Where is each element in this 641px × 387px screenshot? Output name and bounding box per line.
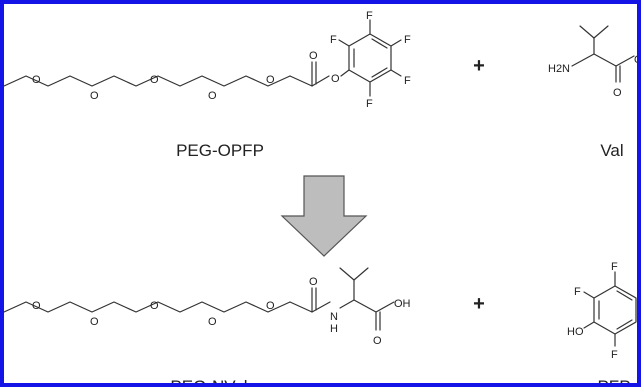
atom-oh: OH (394, 298, 411, 310)
atom-o: O (266, 74, 275, 86)
val-side-chain (339, 267, 355, 281)
atom-f: F (611, 349, 618, 361)
pfp-ring-top (348, 33, 392, 83)
ring-double-bond (616, 290, 633, 301)
atom-o: O (208, 316, 217, 328)
reaction-scheme: O O O O O O O F F F F F PEG-OPFP + H2N (4, 10, 641, 387)
plus-sign-top: + (473, 55, 485, 77)
val-side-chain (579, 25, 595, 39)
c-o-bond (583, 321, 595, 329)
atom-o: O (150, 74, 159, 86)
atom-f: F (404, 75, 411, 87)
atom-f: F (330, 34, 337, 46)
atom-o: O (90, 316, 99, 328)
atom-o: O (373, 335, 382, 347)
c-f-bond (583, 291, 595, 299)
label-peg-opfp: PEG-OPFP (176, 141, 264, 160)
peg-opfp-structure: O O O O O O O F F F F F (4, 10, 411, 110)
carboxyl-bond (353, 299, 395, 313)
atom-o: O (208, 90, 217, 102)
ester-linker (289, 75, 330, 87)
label-pfp: PFP (597, 377, 630, 387)
amide-linker (289, 301, 331, 313)
peg-chain-bottom (4, 301, 291, 313)
peg-nval-structure: O O O O O O N H O OH (4, 267, 411, 347)
atom-h2n: H2N (548, 63, 570, 75)
label-peg-nval: PEG-NVal (170, 377, 247, 387)
atom-n: N (330, 311, 338, 323)
atom-h: H (330, 323, 338, 335)
ester-o-ring-bond (340, 69, 350, 77)
atom-f: F (404, 34, 411, 46)
plus-sign-bottom: + (473, 293, 485, 315)
valine-structure: H2N O O (548, 25, 641, 99)
atom-f: F (574, 286, 581, 298)
label-val: Val (600, 141, 623, 160)
atom-ho: HO (567, 326, 584, 338)
ring-double-bond (616, 319, 633, 330)
peg-chain-top (4, 75, 291, 87)
atom-o: O (90, 90, 99, 102)
ring-double-bond (371, 67, 388, 78)
atom-o: O (150, 300, 159, 312)
c-f-bond (390, 39, 402, 47)
atom-o: O (613, 87, 622, 99)
atom-o: O (331, 73, 340, 85)
ring-double-bond (371, 38, 388, 49)
pfp-structure: F F HO F (567, 261, 637, 361)
val-backbone (571, 53, 635, 67)
c-f-bond (338, 39, 350, 47)
pfp-ring-bottom (593, 285, 637, 335)
atom-o: O (32, 300, 41, 312)
atom-o: O (32, 74, 41, 86)
atom-f: F (611, 261, 618, 273)
atom-o: O (266, 300, 275, 312)
atom-f: F (366, 98, 373, 110)
atom-o: O (634, 54, 641, 66)
reaction-arrow (280, 175, 368, 257)
atom-o: O (309, 50, 318, 62)
c-f-bond (390, 69, 402, 77)
atom-f: F (366, 10, 373, 22)
atom-o: O (309, 276, 318, 288)
val-side-chain (353, 267, 369, 281)
n-c-bond (339, 299, 355, 309)
val-side-chain (593, 25, 609, 39)
